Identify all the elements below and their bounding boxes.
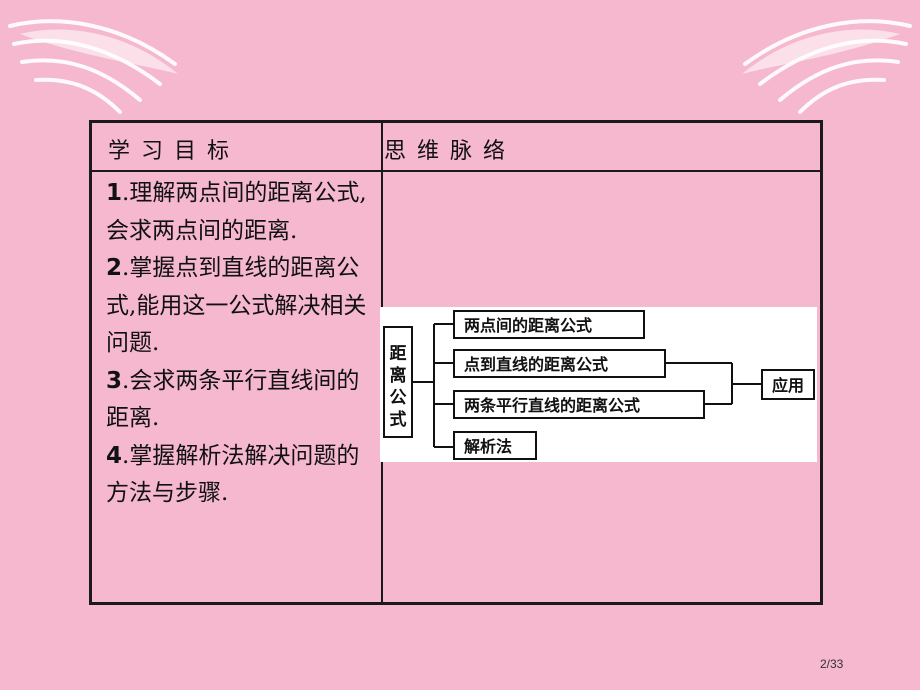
- goal-text: 这一公式解决相关问题.: [106, 292, 367, 357]
- branch-point-line-distance: 点到直线的距离公式: [464, 355, 608, 374]
- branch-box-4: [453, 431, 537, 460]
- goals-list: 1.理解两点间的距离公式,会求两点间的距离. 2.掌握点到直线的距离公式,能用这…: [106, 175, 378, 513]
- branch-box-1: [453, 310, 645, 339]
- goal-text: 点到直线的距离公式,: [106, 255, 360, 319]
- branch-parallel-lines-distance: 两条平行直线的距离公式: [464, 396, 640, 415]
- page-number: 2/33: [820, 657, 844, 671]
- objectives-table: 学习目标 思维脉络 1.理解两点间的距离公式,会求两点间的距离. 2.掌握点到直…: [89, 120, 823, 605]
- goal-number: 4: [106, 442, 123, 469]
- goal-text: 两条平行直线间的距离.: [106, 367, 360, 432]
- goal-keyword: 会求: [129, 367, 176, 394]
- root-char: 离: [390, 365, 407, 386]
- goal-keyword: 掌握: [129, 255, 176, 281]
- target-application: 应用: [772, 376, 804, 395]
- goal-item-2: 2.掌握点到直线的距离公式,能用这一公式解决相关问题.: [106, 255, 367, 357]
- goal-item-3: 3.会求两条平行直线间的距离.: [106, 367, 360, 432]
- goal-item-4: 4.掌握解析法解决问题的方法与步骤.: [106, 442, 360, 507]
- goal-number: 3: [106, 367, 123, 394]
- goal-number: 2: [106, 255, 123, 281]
- header-divider: [92, 170, 820, 172]
- right-wing-decoration: [742, 19, 912, 114]
- root-char: 距: [390, 344, 407, 364]
- goal-number: 1: [106, 180, 123, 206]
- branch-two-points-distance: 两点间的距离公式: [464, 316, 592, 335]
- target-box: [761, 369, 815, 400]
- goal-text: 两点间的距离.: [152, 217, 298, 244]
- goal-keyword: 理解: [129, 180, 176, 206]
- root-char: 式: [390, 409, 407, 430]
- goal-text: 解析法解决问题的方法与步骤.: [106, 442, 360, 507]
- header-thinking-outline: 思维脉络: [384, 139, 517, 164]
- mind-map: 距 离 公 式 两点间的距离公式 点到直线的距离公式 两条平行直线的距离公式 解…: [380, 307, 817, 462]
- branch-analytic-method: 解析法: [464, 437, 512, 456]
- goal-text: 两点间的距离公式,: [175, 180, 367, 206]
- header-learning-goals: 学习目标: [108, 139, 241, 164]
- goal-keyword: 能用: [136, 292, 183, 319]
- goal-keyword: 掌握: [129, 442, 176, 469]
- goal-item-1: 1.理解两点间的距离公式,会求两点间的距离.: [106, 180, 367, 244]
- root-char: 公: [390, 388, 407, 408]
- goal-keyword: 会求: [106, 217, 152, 244]
- left-wing-decoration: [8, 19, 178, 114]
